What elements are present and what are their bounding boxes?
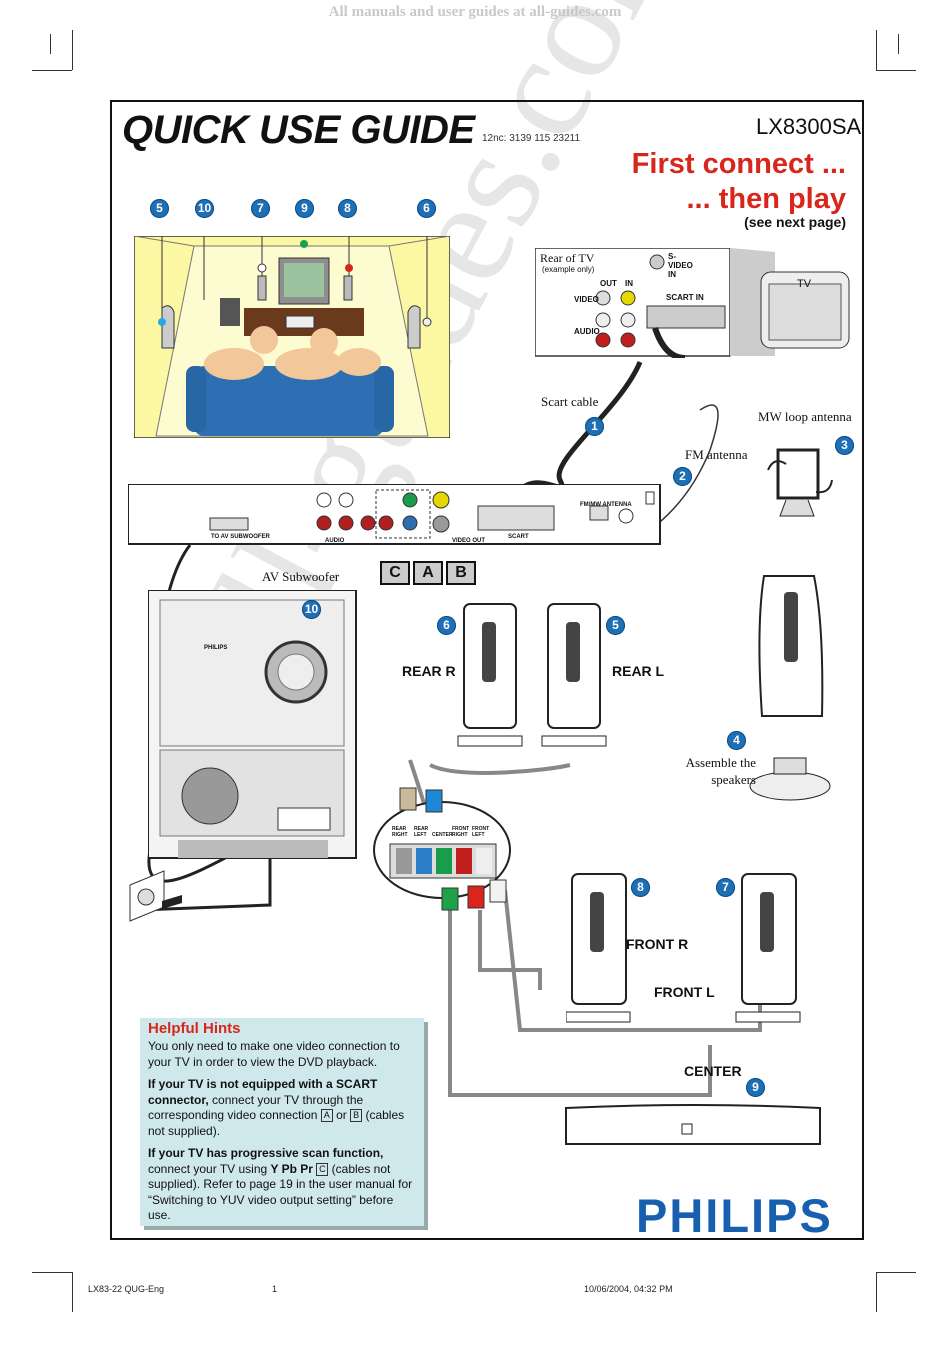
crop-mark xyxy=(898,34,899,54)
audio-label: AUDIO xyxy=(574,327,600,336)
see-next-page: (see next page) xyxy=(744,214,846,230)
step-2-badge: 2 xyxy=(673,467,692,486)
philips-logo: PHILIPS xyxy=(636,1189,833,1242)
conn-front-left: FRONT LEFT xyxy=(472,826,490,838)
crop-mark xyxy=(32,70,72,71)
conn-front-right: FRONT RIGHT xyxy=(452,826,470,838)
av-subwoofer-label: AV Subwoofer xyxy=(262,569,340,584)
speaker-connector-detail xyxy=(373,787,511,911)
assemble-label: Assemble the speakers xyxy=(685,755,756,787)
page-title: QUICK USE GUIDE xyxy=(122,108,475,152)
step-3-badge: 3 xyxy=(835,436,854,455)
crop-mark xyxy=(72,1272,73,1312)
first-connect-heading: First connect ... xyxy=(631,148,846,180)
footer-filename: LX83-22 QUG-Eng xyxy=(88,1284,165,1294)
dvd-rear-panel xyxy=(128,484,661,545)
step-4-badge: 4 xyxy=(727,731,746,750)
center-speaker xyxy=(565,1104,821,1145)
rear-r-label: REAR R xyxy=(402,663,456,679)
center-label: CENTER xyxy=(684,1063,742,1079)
conn-center: CENTER xyxy=(432,832,453,838)
video-out-port-label: VIDEO OUT xyxy=(452,538,486,544)
front-l-label: FRONT L xyxy=(654,984,715,1000)
model-number: LX8300SA xyxy=(756,114,862,139)
scart-in-label: SCART IN xyxy=(666,293,704,302)
then-play-heading: ... then play xyxy=(686,183,846,215)
mw-antenna-illustration xyxy=(767,448,833,517)
crop-mark xyxy=(876,1272,877,1312)
crop-mark xyxy=(876,30,877,70)
conn-rear-right: REAR RIGHT xyxy=(392,826,408,838)
subwoofer-illustration xyxy=(148,590,357,859)
footer-page: 1 xyxy=(272,1284,278,1294)
crop-mark xyxy=(50,34,51,54)
s-video-in-label: S-VIDEO IN xyxy=(668,252,693,279)
footer-date: 10/06/2004, 04:32 PM xyxy=(584,1284,673,1294)
rear-of-tv-label: Rear of TV xyxy=(540,251,595,265)
site-banner: All manuals and user guides at all-guide… xyxy=(328,4,622,20)
video-label: VIDEO xyxy=(574,295,599,304)
hint-3: If your TV has progressive scan function… xyxy=(148,1146,413,1222)
badge-10: 10 xyxy=(195,199,214,218)
hint-1: You only need to make one video connecti… xyxy=(148,1039,400,1069)
step-1-badge: 1 xyxy=(585,417,604,436)
step-5-badge: 5 xyxy=(606,616,625,635)
conn-rear-left: REAR LEFT xyxy=(414,826,429,838)
in-label: IN xyxy=(625,279,633,288)
subwoofer-brand: PHILIPS xyxy=(204,645,228,651)
badge-9: 9 xyxy=(295,199,314,218)
badge-6: 6 xyxy=(417,199,436,218)
badge-7: 7 xyxy=(251,199,270,218)
tv-rear-panel xyxy=(535,248,850,358)
step-6-badge: 6 xyxy=(437,616,456,635)
fm-mw-port-label: FM/MW ANTENNA xyxy=(580,502,632,508)
front-r-label: FRONT R xyxy=(626,936,689,952)
out-label: OUT xyxy=(600,279,617,288)
scart-cable-label: Scart cable xyxy=(541,394,599,409)
crop-mark xyxy=(32,1272,72,1273)
assembled-speaker xyxy=(749,575,831,801)
rear-l-label: REAR L xyxy=(612,663,665,679)
example-only-label: (example only) xyxy=(542,265,595,274)
crop-mark xyxy=(876,1272,916,1273)
hints-title: Helpful Hints xyxy=(148,1020,241,1037)
page-frame xyxy=(110,100,864,1240)
step-10-badge: 10 xyxy=(302,600,321,619)
badge-5: 5 xyxy=(150,199,169,218)
step-9-badge: 9 xyxy=(746,1078,765,1097)
scart-port-label: SCART xyxy=(508,534,529,540)
step-8-badge: 8 xyxy=(631,878,650,897)
crop-mark xyxy=(72,30,73,70)
badge-8: 8 xyxy=(338,199,357,218)
rear-speakers xyxy=(457,603,607,747)
key-b: B xyxy=(446,561,476,585)
to-av-subwoofer-label: TO AV SUBWOOFER xyxy=(211,534,270,540)
fm-antenna-label: FM antenna xyxy=(685,447,748,462)
front-speakers xyxy=(566,873,801,1023)
step-7-badge: 7 xyxy=(716,878,735,897)
mw-loop-label: MW loop antenna xyxy=(758,409,852,424)
hint-2: If your TV is not equipped with a SCART … xyxy=(148,1077,405,1138)
cable-lines xyxy=(139,361,762,1097)
helpful-hints-box: Helpful Hints You only need to make one … xyxy=(140,1018,424,1226)
crop-mark xyxy=(876,70,916,71)
room-illustration xyxy=(134,236,450,438)
key-a: A xyxy=(413,561,443,585)
power-outlet xyxy=(129,870,182,922)
audio-port-label: AUDIO xyxy=(325,538,345,544)
tv-label: TV xyxy=(797,278,812,290)
key-c: C xyxy=(380,561,410,585)
product-code: 12nc: 3139 115 23211 xyxy=(482,133,581,144)
